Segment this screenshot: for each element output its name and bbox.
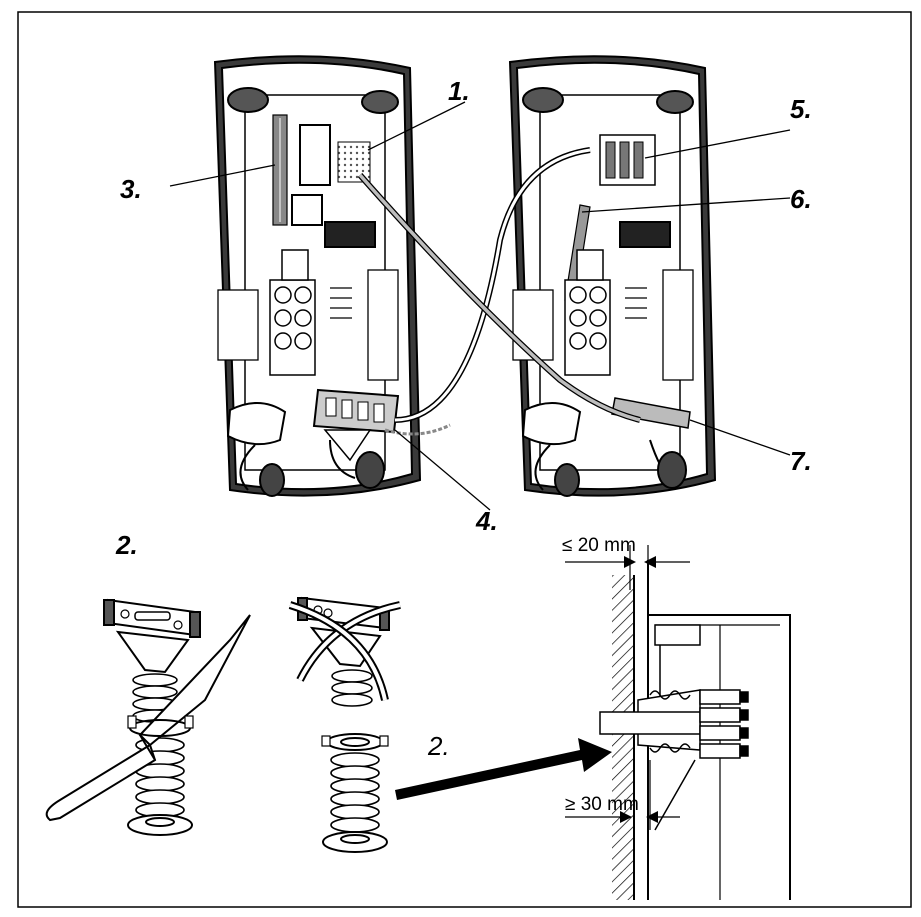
grommet-cut-detail bbox=[45, 598, 251, 836]
right-appliance-unit bbox=[508, 55, 717, 497]
callout-3: 3. bbox=[120, 174, 142, 204]
callout-leaders bbox=[169, 101, 791, 511]
insertion-arrow bbox=[395, 738, 612, 800]
dimension-grommet-offset: ≥ 30 mm bbox=[565, 794, 639, 815]
grommet-wrong-right-detail bbox=[288, 596, 401, 853]
supply-cables bbox=[357, 147, 641, 436]
callout-2-arrow: 2. bbox=[427, 731, 450, 761]
dimension-wall-gap: ≤ 20 mm bbox=[562, 535, 636, 556]
wall-section-detail bbox=[565, 545, 791, 900]
callout-6: 6. bbox=[790, 184, 812, 214]
figure-frame bbox=[17, 11, 912, 908]
left-appliance-unit bbox=[213, 55, 422, 497]
callout-7: 7. bbox=[790, 446, 812, 476]
callout-4: 4. bbox=[475, 506, 498, 536]
callout-2-top: 2. bbox=[115, 530, 138, 560]
callout-1: 1. bbox=[448, 76, 470, 106]
callout-5: 5. bbox=[790, 94, 812, 124]
